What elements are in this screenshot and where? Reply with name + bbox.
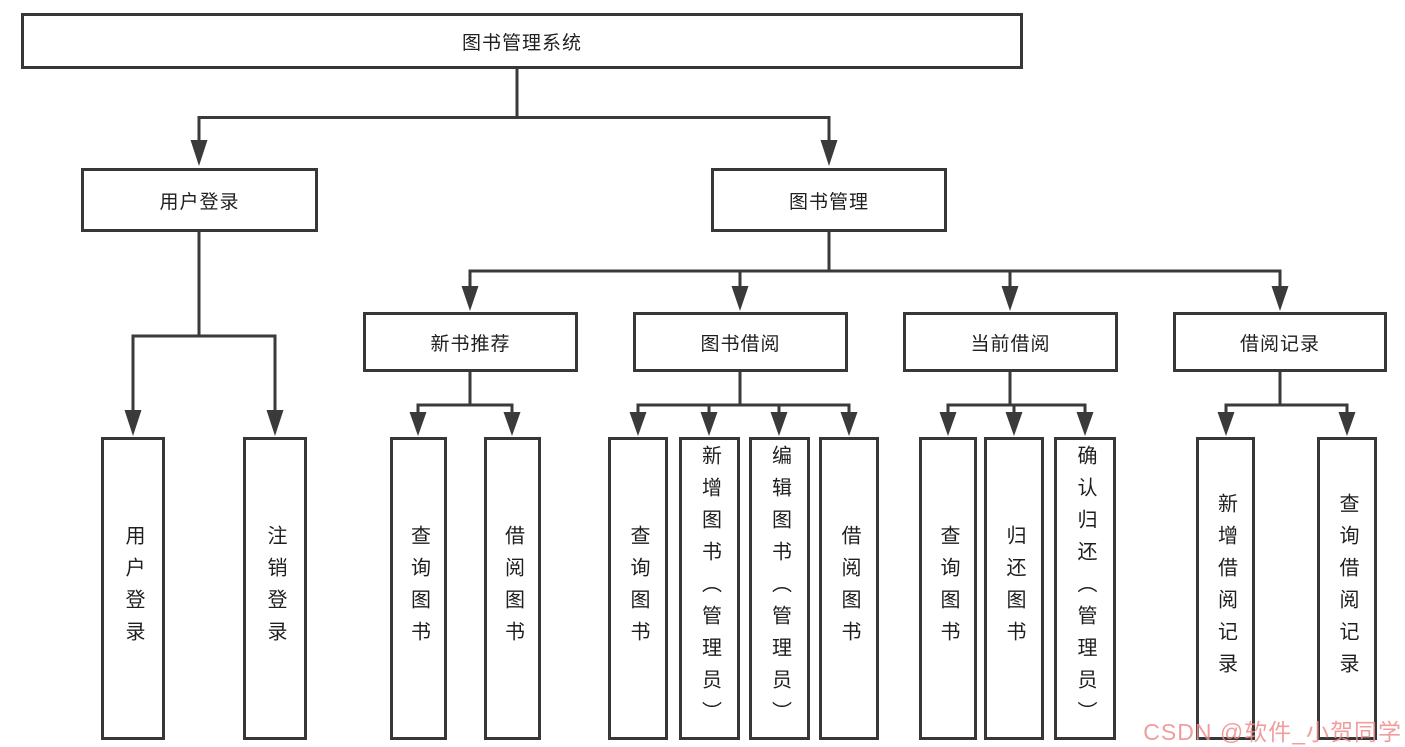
node-book-borrowing: 图书借阅 [633,312,848,372]
leaf-recommend-query-books: 查询图书 [390,437,447,740]
node-book-management-label: 图书管理 [788,191,869,213]
leaf-current-query-books: 查询图书 [919,437,977,740]
leaf-user-login-label: 用户登录 [122,524,144,653]
leaf-edit-books-admin-label: 编辑图书（管理员） [768,444,791,733]
leaf-borrow-books: 借阅图书 [819,437,879,740]
leaf-return-books-label: 归还图书 [1003,524,1025,653]
leaf-return-books: 归还图书 [984,437,1044,740]
leaf-logout: 注销登录 [243,437,307,740]
csdn-watermark: CSDN @软件_小贺同学 [1143,719,1402,745]
node-root-label: 图书管理系统 [461,32,582,54]
leaf-borrow-books-label: 借阅图书 [838,524,860,653]
leaf-logout-label: 注销登录 [264,524,286,653]
leaf-recommend-borrow-books-label: 借阅图书 [501,524,524,653]
leaf-query-borrow-record: 查询借阅记录 [1317,437,1377,740]
leaf-add-borrow-record: 新增借阅记录 [1196,437,1255,740]
node-new-book-recommend: 新书推荐 [363,312,578,372]
leaf-add-books-admin-label: 新增图书（管理员） [698,444,721,733]
leaf-current-query-books-label: 查询图书 [937,524,959,653]
leaf-recommend-borrow-books: 借阅图书 [484,437,541,740]
node-user-login-label: 用户登录 [159,191,240,213]
node-current-borrowing: 当前借阅 [903,312,1118,372]
leaf-recommend-query-books-label: 查询图书 [407,524,430,653]
node-new-book-recommend-label: 新书推荐 [430,333,511,355]
node-borrowing-records-label: 借阅记录 [1239,333,1320,355]
leaf-query-borrow-record-label: 查询借阅记录 [1336,492,1358,685]
node-current-borrowing-label: 当前借阅 [970,333,1051,355]
leaf-confirm-return-admin: 确认归还（管理员） [1054,437,1116,740]
node-borrowing-records: 借阅记录 [1173,312,1387,372]
leaf-borrowing-query-books: 查询图书 [608,437,668,740]
node-user-login: 用户登录 [81,168,318,232]
node-book-borrowing-label: 图书借阅 [700,333,781,355]
leaf-edit-books-admin: 编辑图书（管理员） [749,437,810,740]
node-root: 图书管理系统 [21,13,1023,69]
leaf-user-login: 用户登录 [101,437,165,740]
leaf-borrowing-query-books-label: 查询图书 [627,524,649,653]
leaf-add-books-admin: 新增图书（管理员） [679,437,740,740]
leaf-confirm-return-admin-label: 确认归还（管理员） [1074,444,1096,733]
leaf-add-borrow-record-label: 新增借阅记录 [1214,492,1237,685]
node-book-management: 图书管理 [711,168,947,232]
